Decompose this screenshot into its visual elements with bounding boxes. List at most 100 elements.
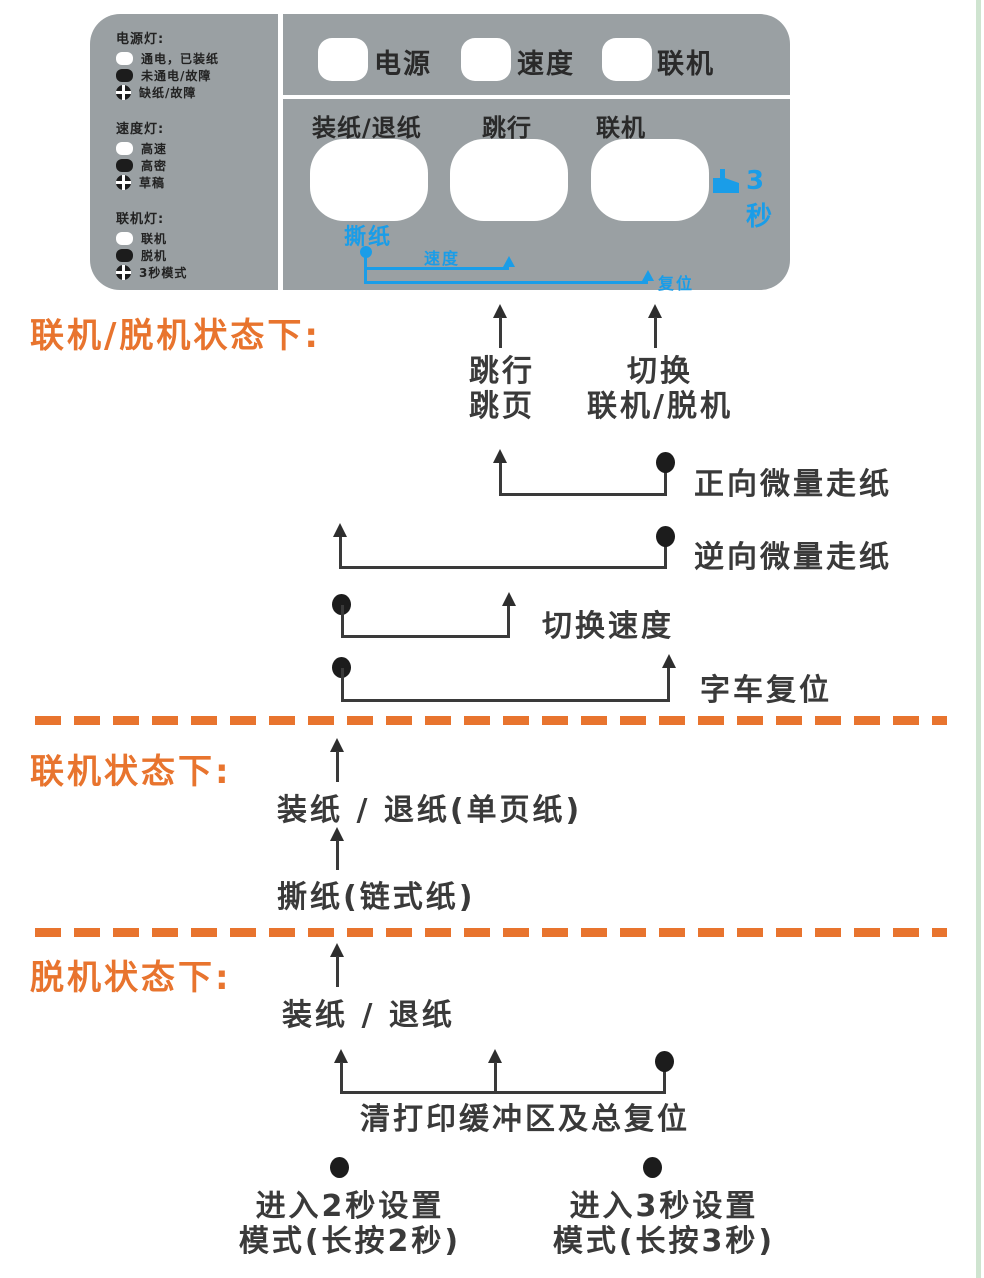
toggle-speed-label: 切换速度 bbox=[542, 609, 674, 644]
panel-vertical-divider bbox=[278, 14, 283, 290]
legend-title: 联机灯: bbox=[116, 212, 165, 227]
online-button[interactable] bbox=[591, 139, 709, 221]
linefeed-button-label: 跳行 bbox=[482, 114, 532, 142]
reverse-feed-label: 逆向微量走纸 bbox=[694, 540, 892, 575]
section-a-header: 联机/脱机状态下: bbox=[30, 316, 322, 356]
hold-dot-icon bbox=[332, 594, 351, 615]
led-on-symbol bbox=[116, 232, 133, 245]
linefeed-button[interactable] bbox=[450, 139, 568, 221]
forward-feed-label: 正向微量走纸 bbox=[694, 467, 892, 502]
long-press-icon bbox=[713, 169, 739, 193]
legend-label: 高密 bbox=[141, 159, 168, 173]
up-arrow-icon bbox=[330, 738, 344, 752]
load-eject-sheet-label: 装纸 / 退纸(单页纸) bbox=[277, 793, 583, 828]
combo-bracket bbox=[499, 463, 667, 496]
legend-label: 缺纸/故障 bbox=[139, 86, 197, 100]
label-line: 联机/脱机 bbox=[587, 389, 733, 424]
speed-note: 速度 bbox=[424, 249, 461, 268]
online-led bbox=[602, 38, 652, 81]
up-arrow-icon bbox=[330, 827, 344, 841]
up-arrow-icon bbox=[662, 654, 676, 668]
tear-note: 撕纸 bbox=[344, 225, 393, 250]
up-arrow-icon bbox=[502, 592, 516, 606]
combo-bracket bbox=[340, 1062, 666, 1094]
label-line: 进入2秒设置 bbox=[255, 1189, 445, 1224]
label-line: 切换 bbox=[627, 354, 693, 389]
led-on-symbol bbox=[116, 52, 133, 65]
led-blink-symbol bbox=[116, 265, 131, 280]
combo-bracket bbox=[341, 605, 510, 638]
led-legend: 电源灯: 通电，已装纸 未通电/故障 缺纸/故障 速度灯: 高速 高密 草稿 联… bbox=[116, 28, 276, 298]
blue-line-speed bbox=[366, 267, 509, 270]
online-button-label: 联机 bbox=[596, 114, 646, 142]
blue-dot bbox=[360, 246, 372, 258]
power-led bbox=[318, 38, 368, 81]
linefeed-action-label: 跳行 跳页 bbox=[428, 354, 576, 424]
legend-title: 速度灯: bbox=[116, 122, 165, 137]
load-button-label: 装纸/退纸 bbox=[312, 114, 422, 142]
legend-label: 3秒模式 bbox=[139, 266, 188, 280]
label-line: 模式(长按2秒) bbox=[238, 1224, 462, 1259]
led-off-symbol bbox=[116, 159, 133, 172]
legend-group-power: 电源灯: 通电，已装纸 未通电/故障 缺纸/故障 bbox=[116, 28, 276, 101]
legend-label: 未通电/故障 bbox=[141, 69, 212, 83]
label-line: 跳行 bbox=[469, 354, 535, 389]
legend-label: 草稿 bbox=[139, 176, 166, 190]
carriage-reset-label: 字车复位 bbox=[700, 673, 832, 708]
legend-label: 通电，已装纸 bbox=[141, 52, 220, 66]
label-line: 模式(长按3秒) bbox=[552, 1224, 776, 1259]
arrow-stem bbox=[494, 1062, 497, 1094]
speed-led-label: 速度 bbox=[517, 49, 575, 80]
section-b-header: 联机状态下: bbox=[30, 752, 232, 792]
up-arrow-icon bbox=[334, 1049, 348, 1063]
legend-group-online: 联机灯: 联机 脱机 3秒模式 bbox=[116, 208, 276, 281]
hold-3s-note: 3秒 bbox=[746, 166, 774, 232]
arrow-stem bbox=[499, 317, 502, 348]
blue-arrow-speed-icon bbox=[503, 256, 515, 267]
section-divider-dashed bbox=[35, 928, 947, 937]
hold-dot-icon bbox=[332, 657, 351, 678]
arrow-stem bbox=[336, 840, 339, 870]
led-blink-symbol bbox=[116, 85, 131, 100]
hold-dot-icon bbox=[643, 1157, 662, 1178]
led-off-symbol bbox=[116, 249, 133, 262]
combo-bracket bbox=[341, 668, 670, 702]
legend-group-speed: 速度灯: 高速 高密 草稿 bbox=[116, 118, 276, 191]
up-arrow-icon bbox=[493, 304, 507, 318]
legend-label: 联机 bbox=[141, 232, 168, 246]
led-off-symbol bbox=[116, 69, 133, 82]
tear-continuous-label: 撕纸(链式纸) bbox=[277, 880, 476, 915]
legend-label: 高速 bbox=[141, 142, 168, 156]
load-button[interactable] bbox=[310, 139, 428, 221]
legend-title: 电源灯: bbox=[116, 32, 165, 47]
blue-line-reset bbox=[366, 281, 648, 284]
arrow-stem bbox=[336, 956, 339, 987]
arrow-stem bbox=[654, 317, 657, 348]
control-panel: 电源灯: 通电，已装纸 未通电/故障 缺纸/故障 速度灯: 高速 高密 草稿 联… bbox=[90, 14, 790, 293]
toggle-online-action-label: 切换 联机/脱机 bbox=[556, 354, 764, 424]
up-arrow-icon bbox=[488, 1049, 502, 1063]
section-c-header: 脱机状态下: bbox=[30, 958, 232, 998]
hold-dot-icon bbox=[330, 1157, 349, 1178]
label-line: 跳页 bbox=[469, 389, 535, 424]
panel-horizontal-divider bbox=[283, 95, 790, 99]
legend-label: 脱机 bbox=[141, 249, 168, 263]
hold-dot-icon bbox=[655, 1051, 674, 1072]
up-arrow-icon bbox=[330, 943, 344, 957]
led-blink-symbol bbox=[116, 175, 131, 190]
power-led-label: 电源 bbox=[374, 49, 432, 80]
hold-dot-icon bbox=[656, 526, 675, 547]
clear-buffer-reset-label: 清打印缓冲区及总复位 bbox=[360, 1102, 690, 1137]
up-arrow-icon bbox=[648, 304, 662, 318]
speed-led bbox=[461, 38, 511, 81]
arrow-stem bbox=[336, 751, 339, 782]
hold-dot-icon bbox=[656, 452, 675, 473]
load-eject-label: 装纸 / 退纸 bbox=[282, 998, 455, 1033]
setup-3s-label: 进入3秒设置 模式(长按3秒) bbox=[544, 1189, 784, 1259]
blue-arrow-reset-icon bbox=[642, 270, 654, 281]
reset-note: 复位 bbox=[658, 274, 695, 293]
up-arrow-icon bbox=[493, 449, 507, 463]
page-right-border bbox=[976, 0, 981, 1278]
up-arrow-icon bbox=[333, 523, 347, 537]
